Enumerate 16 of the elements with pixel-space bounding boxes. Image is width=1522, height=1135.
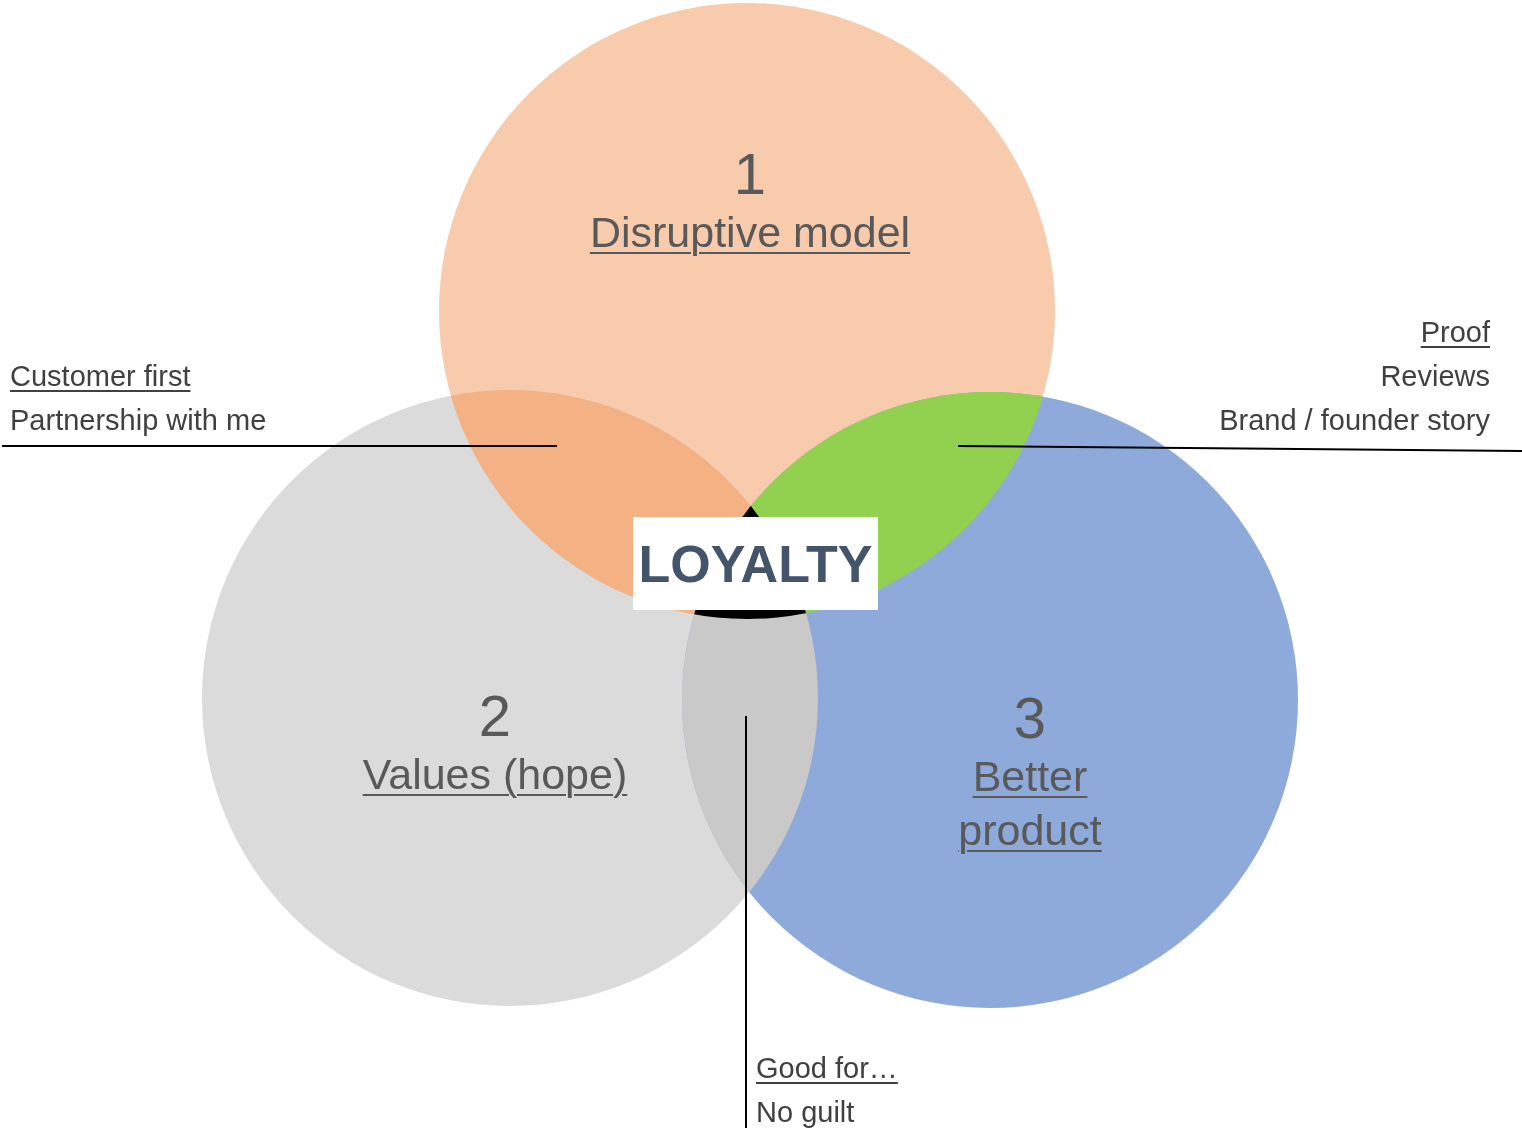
callout-text: Partnership with me xyxy=(10,403,267,438)
leader-line xyxy=(1,445,558,447)
circle-title: Values (hope) xyxy=(362,749,628,800)
callout-heading: Good for… xyxy=(756,1051,898,1086)
leader-line xyxy=(957,445,1522,452)
leader-line xyxy=(745,715,747,1129)
callout-text: No guilt xyxy=(756,1095,855,1130)
callout-heading: Proof xyxy=(1420,315,1490,350)
circle-title: Better product xyxy=(957,751,1103,856)
callout-text: Reviews xyxy=(1380,359,1490,394)
callout-heading: Customer first xyxy=(10,359,191,394)
circle-number: 3 xyxy=(1013,687,1047,749)
callout-text: Brand / founder story xyxy=(1219,403,1490,438)
circle-title: Disruptive model xyxy=(589,207,911,258)
circle-number: 1 xyxy=(733,143,767,205)
circle-number: 2 xyxy=(478,685,512,747)
